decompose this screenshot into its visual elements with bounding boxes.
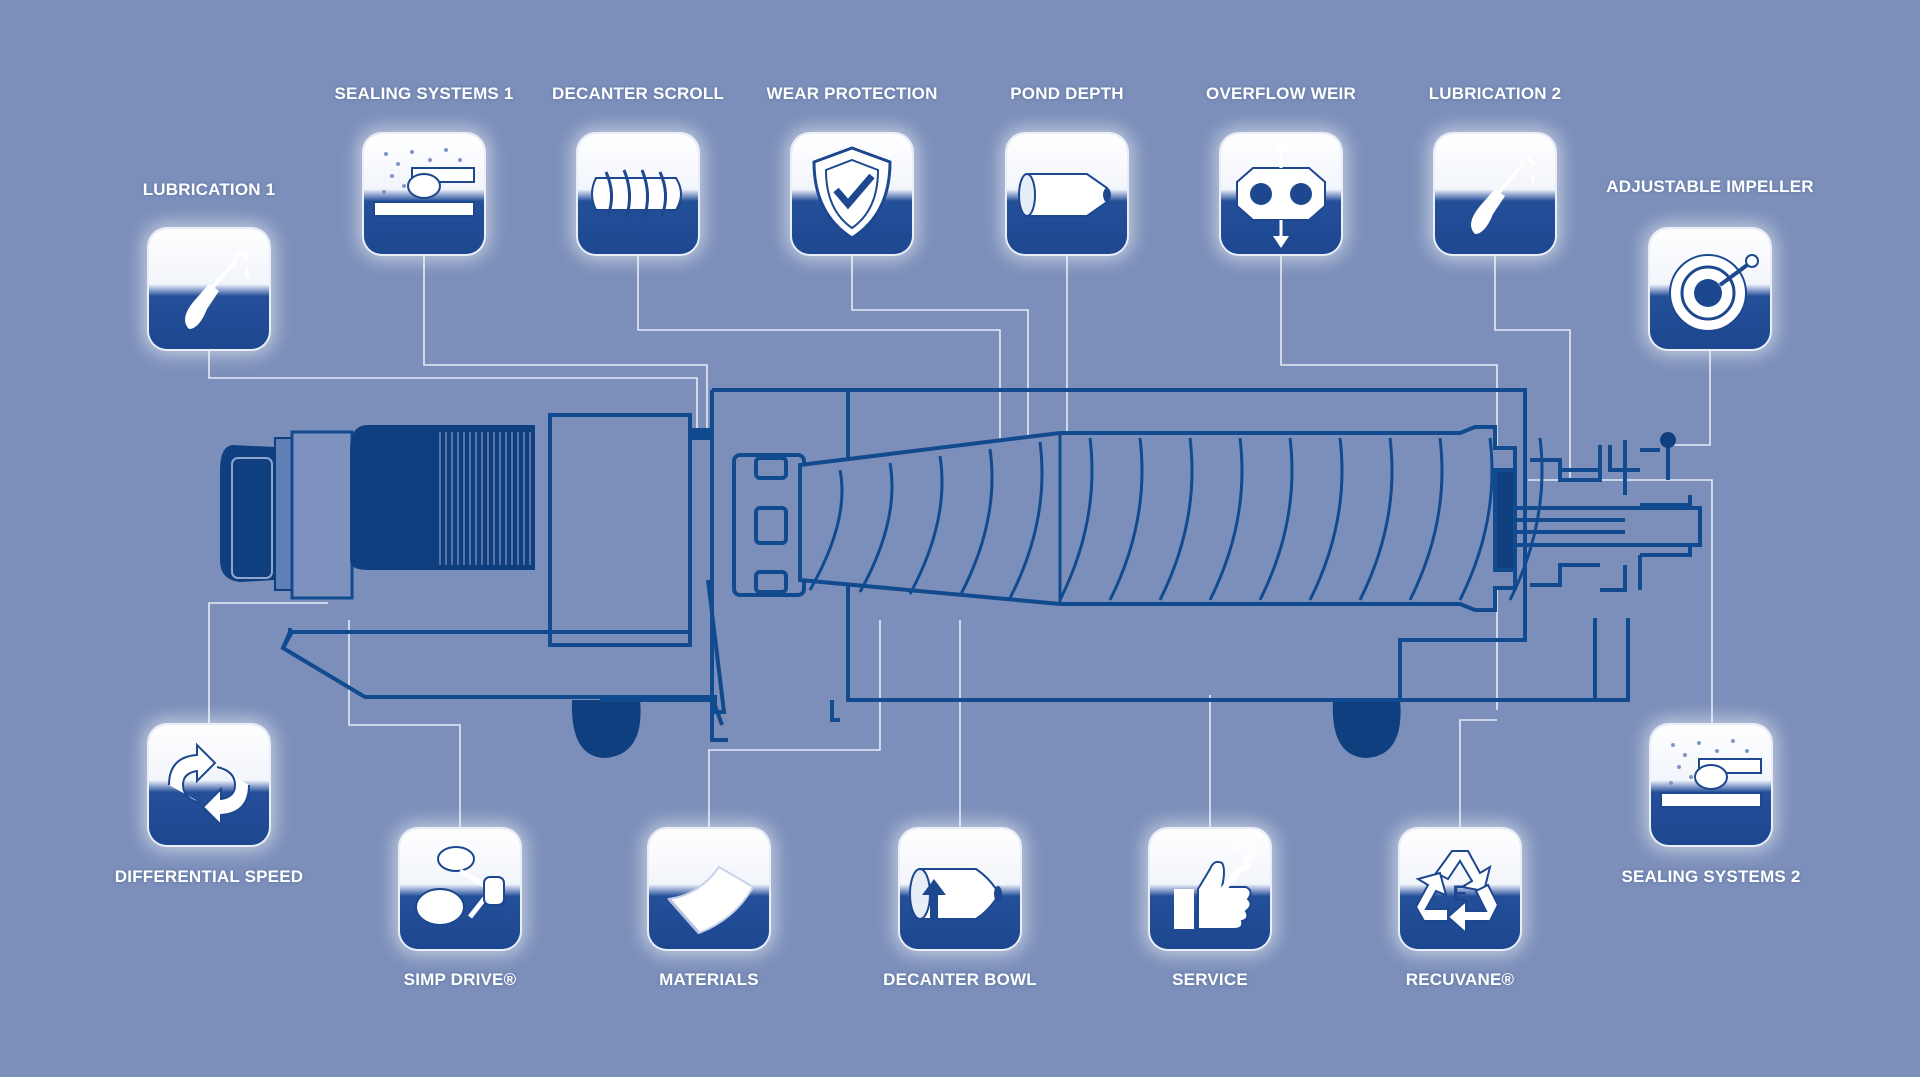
tile-wear-protection[interactable]: [792, 134, 912, 254]
tile-differential-speed[interactable]: [149, 725, 269, 845]
label-pond-depth: POND DEPTH: [1010, 84, 1124, 103]
label-wear-protection: WEAR PROTECTION: [766, 84, 938, 103]
connector-line: [423, 254, 708, 428]
svg-text:E: E: [1453, 881, 1468, 906]
connector-line: [708, 620, 881, 829]
label-sealing-systems-2: SEALING SYSTEMS 2: [1621, 867, 1801, 886]
connector-line: [1459, 719, 1497, 829]
tile-service[interactable]: [1150, 829, 1270, 949]
material-sheet-icon: [667, 865, 755, 935]
label-materials: MATERIALS: [659, 970, 759, 989]
impeller-icon: [1669, 254, 1759, 332]
label-sealing-systems-1: SEALING SYSTEMS 1: [334, 84, 514, 103]
motor-cooling-fins: [439, 432, 531, 565]
foot-right: [1332, 700, 1401, 758]
weir-plate-icon: [1236, 140, 1326, 248]
bowl-cylinder-icon: [1018, 173, 1111, 217]
tile-sealing-systems-1[interactable]: [364, 134, 484, 254]
connector-line: [208, 602, 328, 725]
tile-decanter-bowl[interactable]: [900, 829, 1020, 949]
seal-bearing-icon: [373, 148, 475, 217]
tile-sealing-systems-2[interactable]: [1651, 725, 1771, 845]
seal-bearing-icon: [1660, 739, 1762, 808]
label-adjustable-impeller: ADJUSTABLE IMPELLER: [1606, 177, 1814, 196]
motor: [220, 425, 535, 600]
scroll-screw-icon: [591, 169, 682, 219]
bowl-arrow-icon: [909, 868, 1002, 921]
shield-check-icon: [812, 146, 892, 240]
label-lubrication-2: LUBRICATION 2: [1428, 84, 1562, 103]
tile-lubrication-2[interactable]: [1435, 134, 1555, 254]
connector-line: [348, 620, 461, 829]
discharge-end: [1493, 440, 1702, 592]
tile-adjustable-impeller[interactable]: [1650, 229, 1770, 349]
tile-pond-depth[interactable]: [1007, 134, 1127, 254]
tile-overflow-weir[interactable]: [1221, 134, 1341, 254]
decanter-bowl-shell: [798, 425, 1517, 612]
tile-lubrication-1[interactable]: [149, 229, 269, 349]
tile-decanter-scroll[interactable]: [578, 134, 698, 254]
label-simp-drive: SIMP DRIVE®: [403, 970, 517, 989]
recycle-e-icon: E: [1414, 850, 1500, 936]
scroll-flights: [808, 437, 1544, 601]
label-decanter-scroll: DECANTER SCROLL: [551, 84, 725, 103]
connector-line: [208, 349, 698, 430]
label-service: SERVICE: [1172, 970, 1248, 989]
tile-materials[interactable]: [649, 829, 769, 949]
scroll-hub: [732, 453, 806, 597]
oil-can-icon: [1471, 156, 1536, 234]
drive-rollers-icon: [415, 846, 505, 926]
label-decanter-bowl: DECANTER BOWL: [883, 970, 1037, 989]
wrench-thumbs-up-icon: [1174, 842, 1258, 930]
tile-recuvane[interactable]: E: [1400, 829, 1520, 949]
label-differential-speed: DIFFERENTIAL SPEED: [114, 867, 304, 886]
label-overflow-weir: OVERFLOW WEIR: [1206, 84, 1356, 103]
gearbox-housing: [548, 413, 692, 647]
rotation-arrows-icon: [168, 742, 250, 828]
oil-can-icon: [185, 251, 250, 329]
connector-line: [1668, 349, 1711, 446]
foot-left: [571, 700, 641, 758]
tile-simp-drive[interactable]: [400, 829, 520, 949]
bowl-housing: [600, 388, 1630, 742]
impeller-knob: [1660, 432, 1676, 448]
connector-line: [1494, 254, 1571, 480]
label-recuvane: RECUVANE®: [1405, 970, 1515, 989]
label-lubrication-1: LUBRICATION 1: [142, 180, 276, 199]
